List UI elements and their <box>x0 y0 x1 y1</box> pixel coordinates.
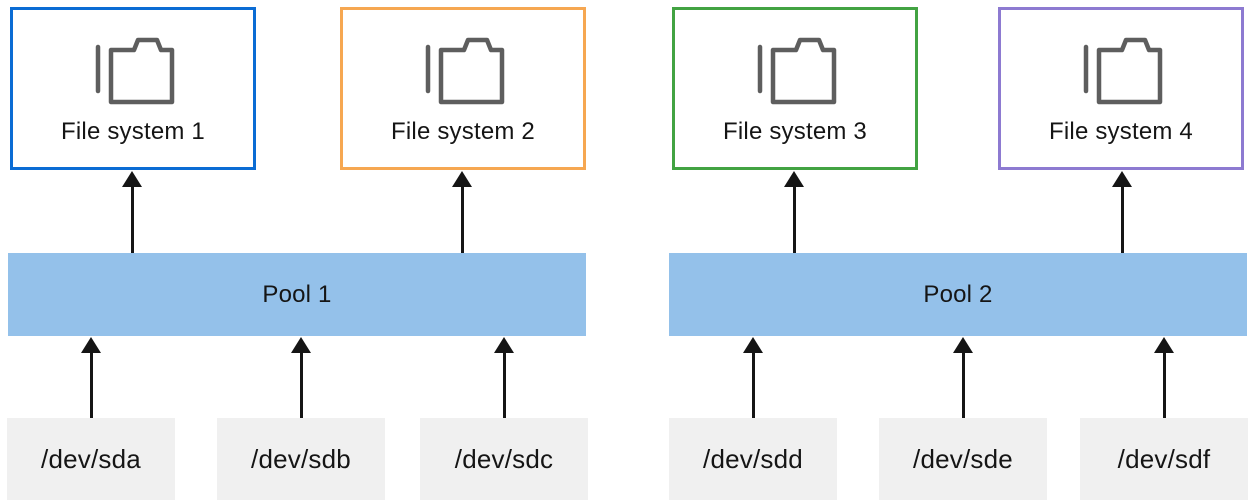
device-label: /dev/sdf <box>1117 443 1211 474</box>
arrowhead <box>953 337 973 353</box>
pool-2: Pool 2 <box>669 253 1247 336</box>
arrow-sda-to-pool1 <box>81 337 101 418</box>
arrowhead <box>81 337 101 353</box>
pool-label: Pool 2 <box>923 280 993 308</box>
filesystem-box-2: File system 2 <box>340 7 586 170</box>
arrow-sdc-to-pool1 <box>494 337 514 418</box>
arrow-pool1-to-fs1 <box>122 171 142 253</box>
device-label: /dev/sdb <box>251 443 351 474</box>
arrow-shaft <box>130 187 134 253</box>
device-label: /dev/sde <box>913 443 1013 474</box>
arrow-shaft <box>299 353 303 418</box>
filesystem-box-4: File system 4 <box>998 7 1244 170</box>
arrow-pool1-to-fs2 <box>452 171 472 253</box>
arrow-pool2-to-fs4 <box>1112 171 1132 253</box>
arrowhead <box>784 171 804 187</box>
arrowhead <box>494 337 514 353</box>
arrow-sdd-to-pool2 <box>743 337 763 418</box>
arrowhead <box>452 171 472 187</box>
filesystem-label: File system 3 <box>723 117 867 145</box>
folder-icon <box>1083 37 1163 104</box>
device-label: /dev/sdd <box>703 443 803 474</box>
arrow-shaft <box>961 353 965 418</box>
device-label: /dev/sda <box>41 443 141 474</box>
folder-icon <box>425 37 505 104</box>
arrow-shaft <box>460 187 464 253</box>
arrowhead <box>122 171 142 187</box>
arrow-shaft <box>792 187 796 253</box>
arrow-shaft <box>751 353 755 418</box>
pool-label: Pool 1 <box>262 280 332 308</box>
arrowhead <box>291 337 311 353</box>
filesystem-box-3: File system 3 <box>672 7 918 170</box>
filesystem-box-1: File system 1 <box>10 7 256 170</box>
arrow-shaft <box>89 353 93 418</box>
device-sda: /dev/sda <box>7 418 175 500</box>
arrowhead <box>1112 171 1132 187</box>
arrow-shaft <box>1162 353 1166 418</box>
folder-icon <box>757 37 837 104</box>
device-sdb: /dev/sdb <box>217 418 385 500</box>
arrow-shaft <box>1120 187 1124 253</box>
arrow-sde-to-pool2 <box>953 337 973 418</box>
filesystem-label: File system 2 <box>391 117 535 145</box>
device-sdd: /dev/sdd <box>669 418 837 500</box>
arrow-sdf-to-pool2 <box>1154 337 1174 418</box>
folder-icon <box>95 37 175 104</box>
arrow-shaft <box>502 353 506 418</box>
arrow-pool2-to-fs3 <box>784 171 804 253</box>
filesystem-label: File system 1 <box>61 117 205 145</box>
device-label: /dev/sdc <box>454 443 554 474</box>
arrowhead <box>1154 337 1174 353</box>
arrow-sdb-to-pool1 <box>291 337 311 418</box>
pool-1: Pool 1 <box>8 253 586 336</box>
device-sdc: /dev/sdc <box>420 418 588 500</box>
filesystem-label: File system 4 <box>1049 117 1193 145</box>
device-sdf: /dev/sdf <box>1080 418 1248 500</box>
device-sde: /dev/sde <box>879 418 1047 500</box>
arrowhead <box>743 337 763 353</box>
